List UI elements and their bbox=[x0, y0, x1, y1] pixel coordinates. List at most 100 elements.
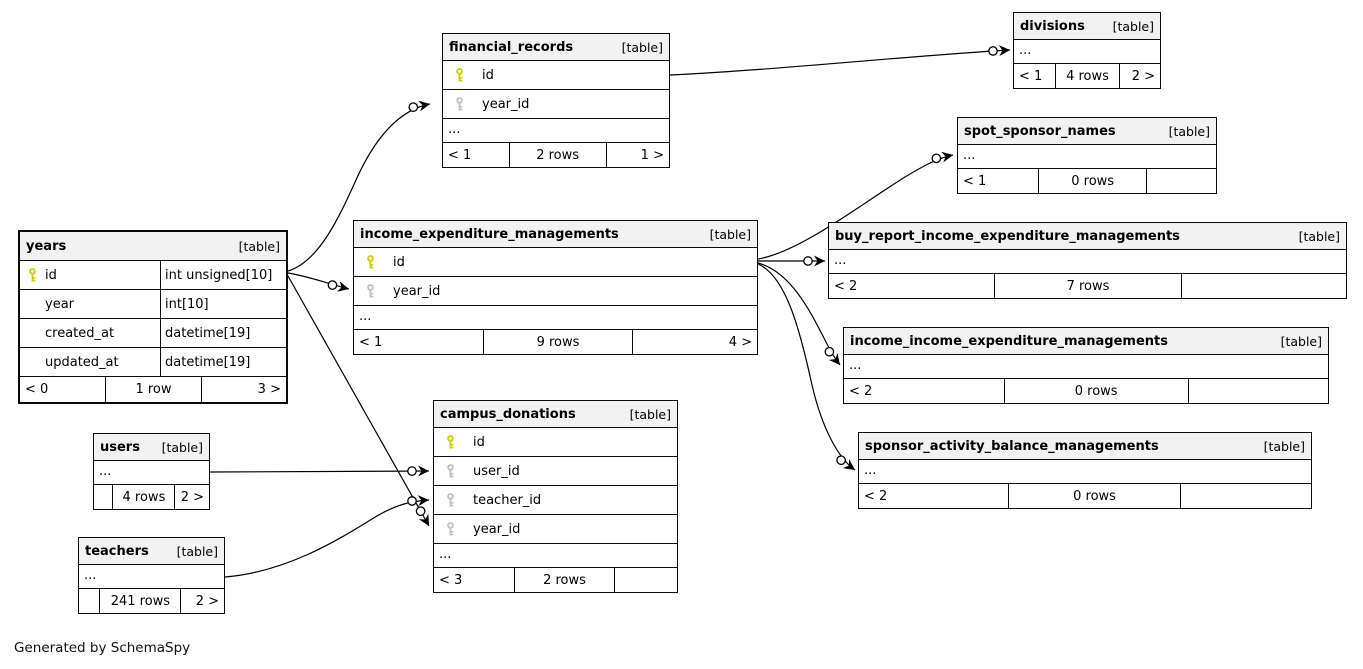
table-header: buy_report_income_expenditure_management… bbox=[829, 223, 1346, 250]
table-row: teacher_id bbox=[434, 486, 677, 515]
column-name: updated_at bbox=[45, 354, 119, 370]
table-header: financial_records [table] bbox=[443, 34, 669, 61]
column-name: id bbox=[473, 434, 485, 450]
footer-parents: < 1 bbox=[963, 173, 987, 189]
column-name: user_id bbox=[473, 463, 520, 479]
table-header: years [table] bbox=[20, 232, 286, 261]
column-name: id bbox=[393, 254, 405, 270]
table-tag: [table] bbox=[629, 406, 671, 422]
footer-rowcount: 241 rows bbox=[99, 589, 180, 613]
footer-rowcount: 9 rows bbox=[482, 330, 632, 354]
footer-children bbox=[613, 568, 677, 592]
table-title-divisions[interactable]: divisions bbox=[1020, 18, 1085, 34]
table-row: year int[10] bbox=[20, 290, 286, 319]
table-row: year_id bbox=[354, 277, 757, 306]
table-tag: [table] bbox=[1263, 438, 1305, 454]
footer-children: 2 > bbox=[180, 589, 224, 613]
table-row: id bbox=[434, 428, 677, 457]
columns-ellipsis: ... bbox=[354, 306, 757, 330]
relation-teachers-campus_donations bbox=[224, 495, 430, 578]
table-row: id int unsigned[10] bbox=[20, 261, 286, 290]
columns-ellipsis: ... bbox=[859, 460, 1311, 484]
table-tag: [table] bbox=[176, 543, 218, 559]
column-type: int unsigned[10] bbox=[160, 261, 286, 289]
footer-parents: < 2 bbox=[834, 278, 858, 294]
table-income_income_expenditure_managements: income_income_expenditure_managements [t… bbox=[843, 327, 1329, 404]
table-title-buy_report_income_expenditure_managements[interactable]: buy_report_income_expenditure_management… bbox=[835, 228, 1180, 244]
table-title-income_expenditure_managements[interactable]: income_expenditure_managements bbox=[360, 226, 619, 242]
footer-rowcount: 1 row bbox=[105, 377, 201, 402]
foreign-key-icon bbox=[455, 96, 464, 112]
footer-children bbox=[1146, 169, 1216, 193]
footer-rowcount: 4 rows bbox=[1054, 64, 1119, 88]
footer-children: 2 > bbox=[1119, 64, 1160, 88]
table-footer: < 2 0 rows bbox=[859, 484, 1311, 508]
table-row: updated_at datetime[19] bbox=[20, 348, 286, 377]
foreign-key-icon bbox=[446, 521, 455, 537]
foreign-key-icon bbox=[446, 463, 455, 479]
footer-parents bbox=[79, 589, 99, 613]
column-name: created_at bbox=[45, 325, 115, 341]
table-header: users [table] bbox=[94, 434, 209, 461]
table-title-income_income_expenditure_managements[interactable]: income_income_expenditure_managements bbox=[850, 333, 1168, 349]
table-teachers: teachers [table] ... 241 rows 2 > bbox=[78, 537, 225, 614]
table-header: sponsor_activity_balance_managements [ta… bbox=[859, 433, 1311, 460]
column-type: int[10] bbox=[160, 290, 286, 318]
relation-financial_records-divisions bbox=[669, 45, 1011, 76]
columns-ellipsis: ... bbox=[434, 544, 677, 568]
table-spot_sponsor_names: spot_sponsor_names [table] ... < 1 0 row… bbox=[957, 117, 1217, 194]
table-footer: < 1 9 rows 4 > bbox=[354, 330, 757, 354]
footer-rowcount: 0 rows bbox=[1003, 379, 1188, 403]
table-title-years[interactable]: years bbox=[26, 238, 67, 254]
table-tag: [table] bbox=[161, 439, 203, 455]
table-row: id bbox=[354, 248, 757, 277]
table-footer: < 1 4 rows 2 > bbox=[1014, 64, 1160, 88]
table-header: campus_donations [table] bbox=[434, 401, 677, 428]
column-name: year bbox=[45, 296, 75, 312]
table-header: spot_sponsor_names [table] bbox=[958, 118, 1216, 145]
table-title-campus_donations[interactable]: campus_donations bbox=[440, 406, 576, 422]
footer-parents: < 3 bbox=[439, 572, 463, 588]
table-footer: 4 rows 2 > bbox=[94, 485, 209, 509]
table-header: teachers [table] bbox=[79, 538, 224, 565]
footer-parents: < 1 bbox=[359, 334, 383, 350]
table-financial_records: financial_records [table] id year_id ...… bbox=[442, 33, 670, 168]
table-title-financial_records[interactable]: financial_records bbox=[449, 39, 574, 55]
relation-years-income_expenditure_managements bbox=[287, 272, 350, 292]
table-row: year_id bbox=[434, 515, 677, 544]
table-tag: [table] bbox=[709, 226, 751, 242]
table-campus_donations: campus_donations [table] id user_id teac… bbox=[433, 400, 678, 593]
footer-parents: < 1 bbox=[448, 147, 472, 163]
column-name: id bbox=[482, 67, 494, 83]
table-buy_report_income_expenditure_managements: buy_report_income_expenditure_management… bbox=[828, 222, 1347, 299]
table-sponsor_activity_balance_managements: sponsor_activity_balance_managements [ta… bbox=[858, 432, 1312, 509]
column-name: year_id bbox=[393, 283, 441, 299]
table-header: income_income_expenditure_managements [t… bbox=[844, 328, 1328, 355]
columns-ellipsis: ... bbox=[958, 145, 1216, 169]
footer-parents: < 2 bbox=[864, 488, 888, 504]
footer-rowcount: 2 rows bbox=[514, 568, 614, 592]
footer-children bbox=[1179, 484, 1311, 508]
primary-key-icon bbox=[455, 67, 464, 83]
footer-rowcount: 4 rows bbox=[112, 485, 174, 509]
table-title-sponsor_activity_balance_managements[interactable]: sponsor_activity_balance_managements bbox=[865, 438, 1159, 454]
footer-rowcount: 7 rows bbox=[994, 274, 1180, 298]
footer-rowcount: 2 rows bbox=[508, 143, 606, 167]
table-tag: [table] bbox=[621, 39, 663, 55]
table-title-users[interactable]: users bbox=[100, 439, 140, 455]
table-title-teachers[interactable]: teachers bbox=[85, 543, 149, 559]
primary-key-icon bbox=[446, 434, 455, 450]
footer-rowcount: 0 rows bbox=[1037, 169, 1146, 193]
footer-children: 3 > bbox=[200, 377, 286, 402]
foreign-key-icon bbox=[366, 283, 375, 299]
footer-children bbox=[1180, 274, 1346, 298]
table-footer: < 1 0 rows bbox=[958, 169, 1216, 193]
table-title-spot_sponsor_names[interactable]: spot_sponsor_names bbox=[964, 123, 1116, 139]
table-header: divisions [table] bbox=[1014, 13, 1160, 40]
columns-ellipsis: ... bbox=[443, 119, 669, 143]
schemaspy-credit: Generated by SchemaSpy bbox=[14, 640, 191, 656]
footer-parents: < 0 bbox=[25, 382, 49, 397]
columns-ellipsis: ... bbox=[829, 250, 1346, 274]
table-header: income_expenditure_managements [table] bbox=[354, 221, 757, 248]
columns-ellipsis: ... bbox=[1014, 40, 1160, 64]
